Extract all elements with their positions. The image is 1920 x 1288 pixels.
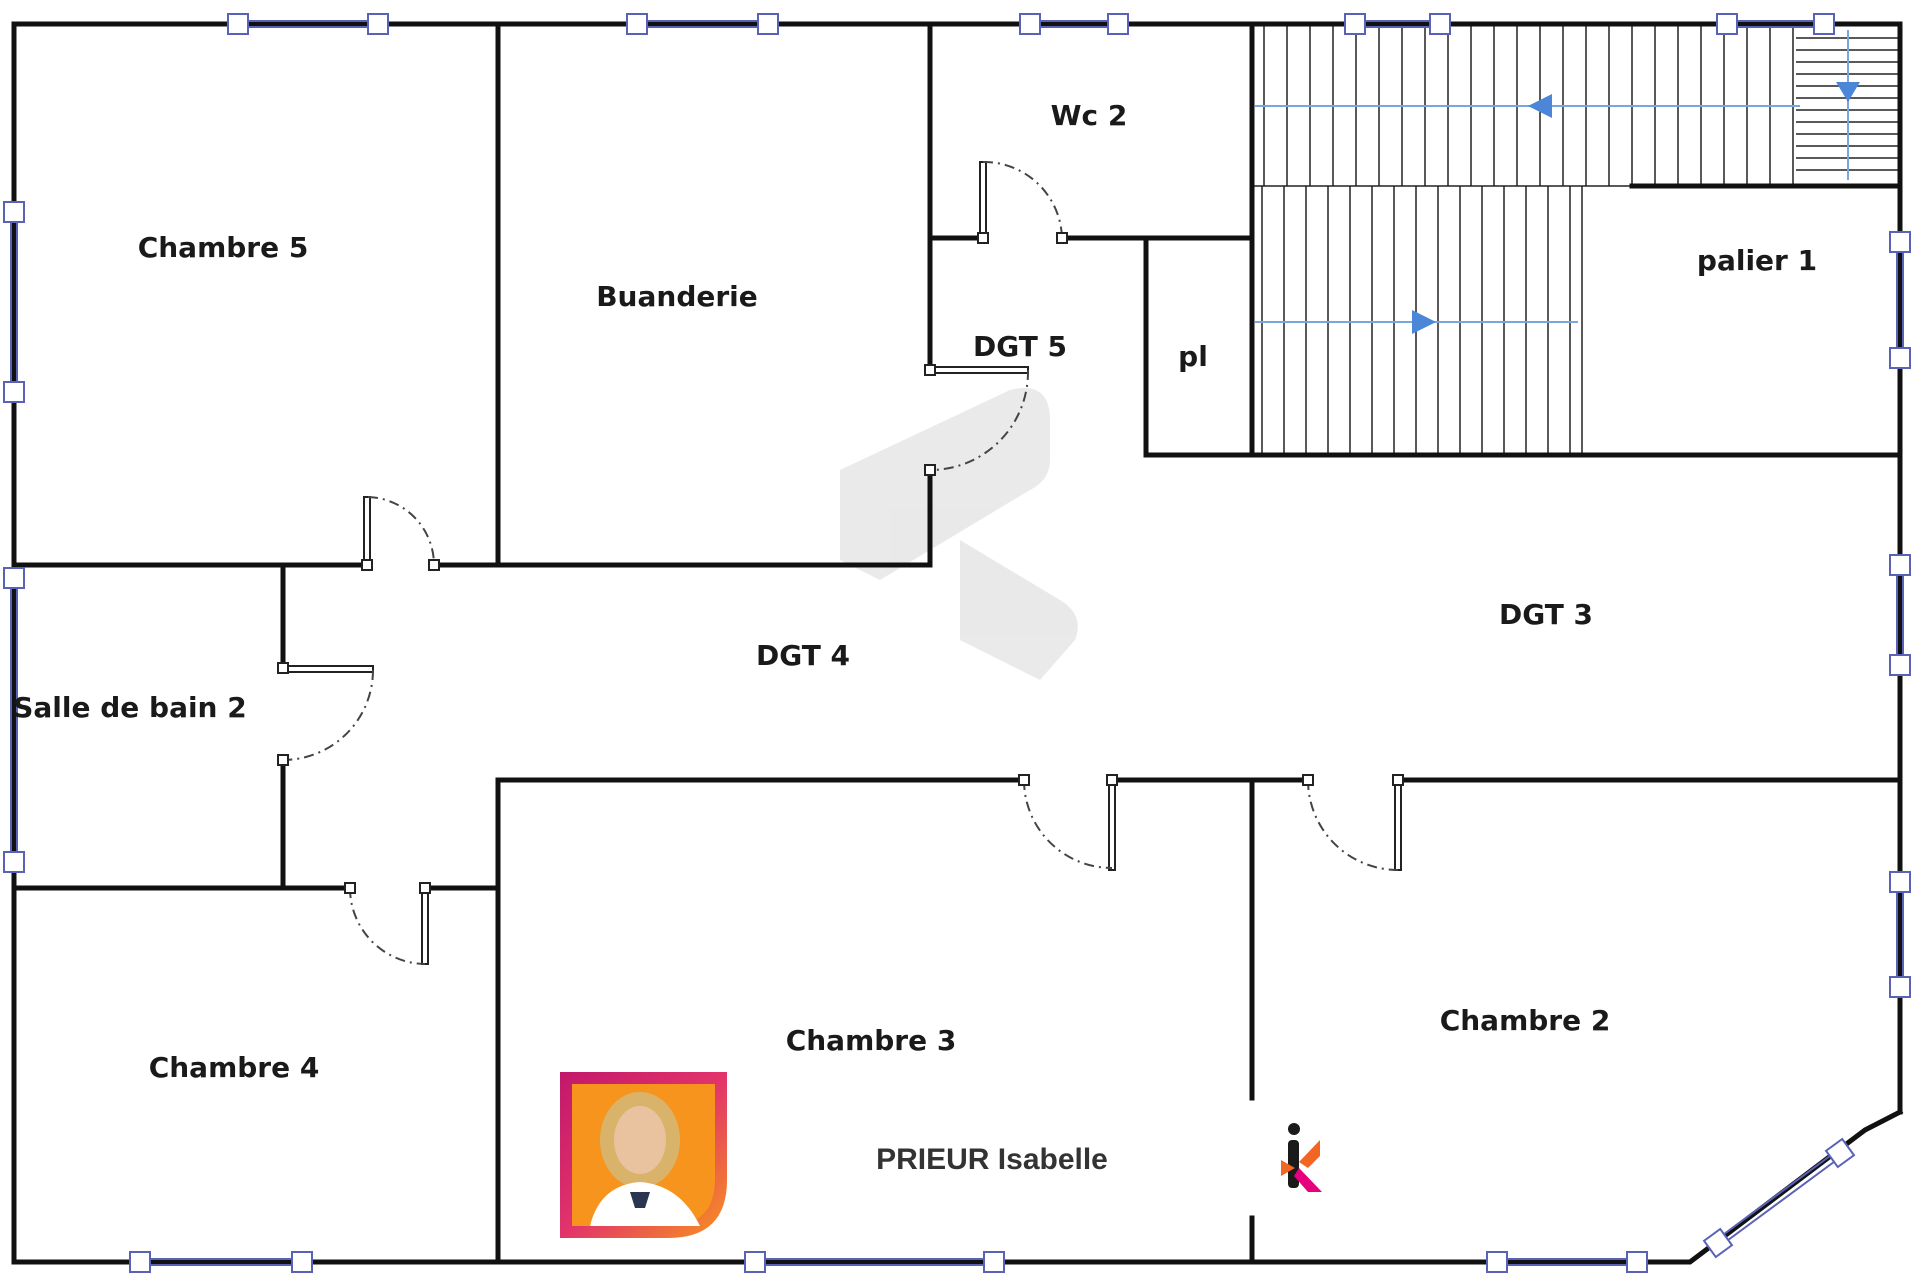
door-chambre4 [344, 882, 431, 965]
door-chambre5 [361, 496, 440, 571]
agent-avatar-icon [560, 1072, 727, 1238]
window [626, 13, 779, 35]
stair-direction-arrows [1255, 30, 1860, 334]
room-label-dgt3: DGT 3 [1499, 598, 1593, 631]
window [1889, 554, 1911, 676]
agent-name: PRIEUR Isabelle [876, 1143, 1108, 1176]
window [1019, 13, 1129, 35]
room-label-chambre2: Chambre 2 [1440, 1004, 1611, 1037]
window [744, 1251, 1005, 1273]
door-salle-de-bain2 [277, 662, 374, 766]
room-label-palier1: palier 1 [1697, 244, 1817, 277]
walls [11, 21, 1904, 1265]
door-wc2 [977, 160, 1068, 244]
room-label-pl: pl [1178, 340, 1208, 373]
door-chambre3 [1018, 774, 1118, 871]
window [129, 1251, 313, 1273]
room-label-chambre4: Chambre 4 [149, 1051, 320, 1084]
window [1486, 1251, 1648, 1273]
room-labels: Chambre 5 Buanderie Wc 2 DGT 5 pl palier… [13, 99, 1817, 1084]
door-dgt5 [924, 364, 1030, 476]
window [3, 201, 25, 403]
window [1344, 13, 1451, 35]
window [1702, 1137, 1856, 1259]
window [1889, 871, 1911, 998]
windows [3, 13, 1911, 1273]
window [1889, 231, 1911, 369]
room-label-salle-de-bain2: Salle de bain 2 [13, 691, 246, 724]
agency-watermark-icon [840, 388, 1078, 680]
room-label-wc2: Wc 2 [1051, 99, 1128, 132]
arrow-left-icon [1528, 94, 1552, 118]
room-label-chambre3: Chambre 3 [786, 1024, 957, 1057]
doors [277, 160, 1404, 965]
room-label-buanderie: Buanderie [596, 280, 758, 313]
window [227, 13, 389, 35]
window [3, 567, 25, 873]
window [1716, 13, 1835, 35]
room-label-dgt4: DGT 4 [756, 639, 850, 672]
staircase-lower [1261, 186, 1583, 455]
room-label-chambre5: Chambre 5 [138, 231, 309, 264]
brand-logo-icon [1281, 1123, 1322, 1192]
room-label-dgt5: DGT 5 [973, 330, 1067, 363]
door-chambre2 [1302, 774, 1404, 871]
arrow-right-icon [1412, 310, 1436, 334]
arrow-down-icon [1836, 82, 1860, 102]
